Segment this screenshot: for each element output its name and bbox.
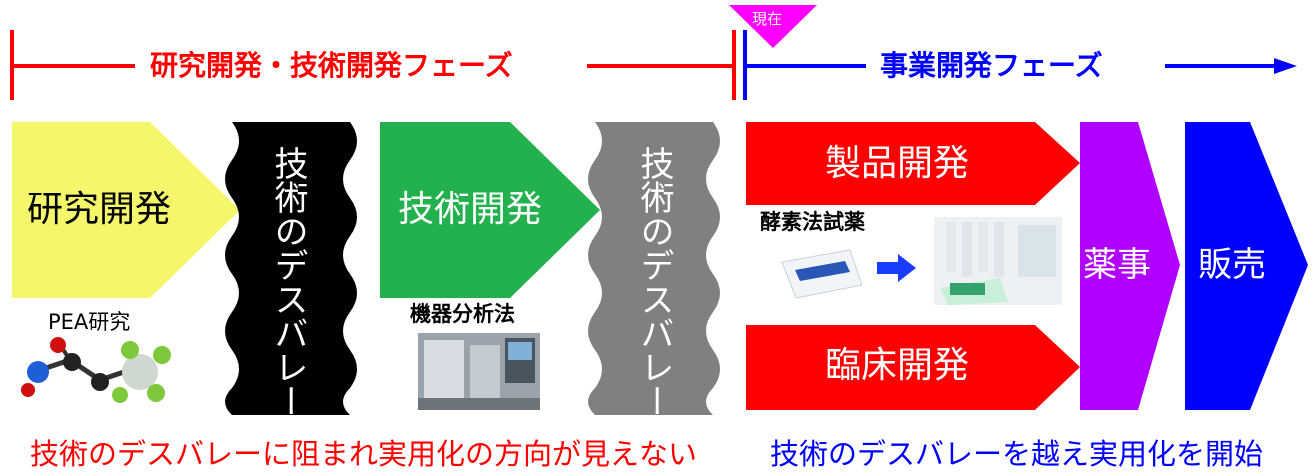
pea-caption: PEA研究 — [48, 310, 131, 334]
biz-phase-line — [743, 30, 1297, 100]
sales-stage-shape — [1185, 122, 1308, 410]
footer-right-text: 技術のデスバレーを越え実用化を開始 — [770, 437, 1264, 471]
valley2-stage-shape — [588, 122, 720, 415]
biz-phase-label: 事業開発フェーズ — [880, 49, 1103, 82]
product-dev-stage-label: 製品開発 — [825, 143, 970, 184]
molecule-image — [21, 337, 171, 403]
enzyme-caption: 酵素法試薬 — [760, 210, 865, 234]
research-stage-label: 研究開発 — [27, 189, 172, 230]
valley2-stage-label: 技術のデスバレー — [634, 146, 674, 418]
rd-phase-label: 研究開発・技術開発フェーズ — [150, 49, 513, 82]
tech-dev-stage-shape — [380, 122, 600, 298]
footer-left-text: 技術のデスバレーに阻まれ実用化の方向が見えない — [30, 437, 698, 471]
regulatory-stage-label: 薬事 — [1083, 245, 1151, 285]
instrument-caption: 機器分析法 — [410, 302, 515, 326]
now-marker-icon — [729, 5, 817, 48]
valley1-stage-label: 技術のデスバレー — [268, 146, 308, 418]
regulatory-stage-shape — [1080, 122, 1180, 410]
rd-phase-line — [10, 30, 736, 100]
enzyme-kit-image — [781, 249, 863, 299]
clinical-dev-stage-label: 臨床開発 — [825, 345, 970, 386]
reagent-photo-image — [934, 217, 1062, 305]
phase-arrow-head-icon — [1274, 58, 1297, 74]
tech-dev-stage-label: 技術開発 — [398, 189, 543, 230]
instrument-photo-image — [418, 333, 540, 410]
now-marker-label: 現在 — [752, 10, 783, 28]
clinical-dev-stage-shape — [746, 325, 1080, 410]
product-dev-stage-shape — [746, 122, 1080, 205]
research-stage-shape — [12, 122, 240, 298]
transition-arrow-icon — [877, 254, 916, 282]
valley1-stage-shape — [225, 122, 357, 415]
sales-stage-label: 販売 — [1198, 245, 1266, 285]
